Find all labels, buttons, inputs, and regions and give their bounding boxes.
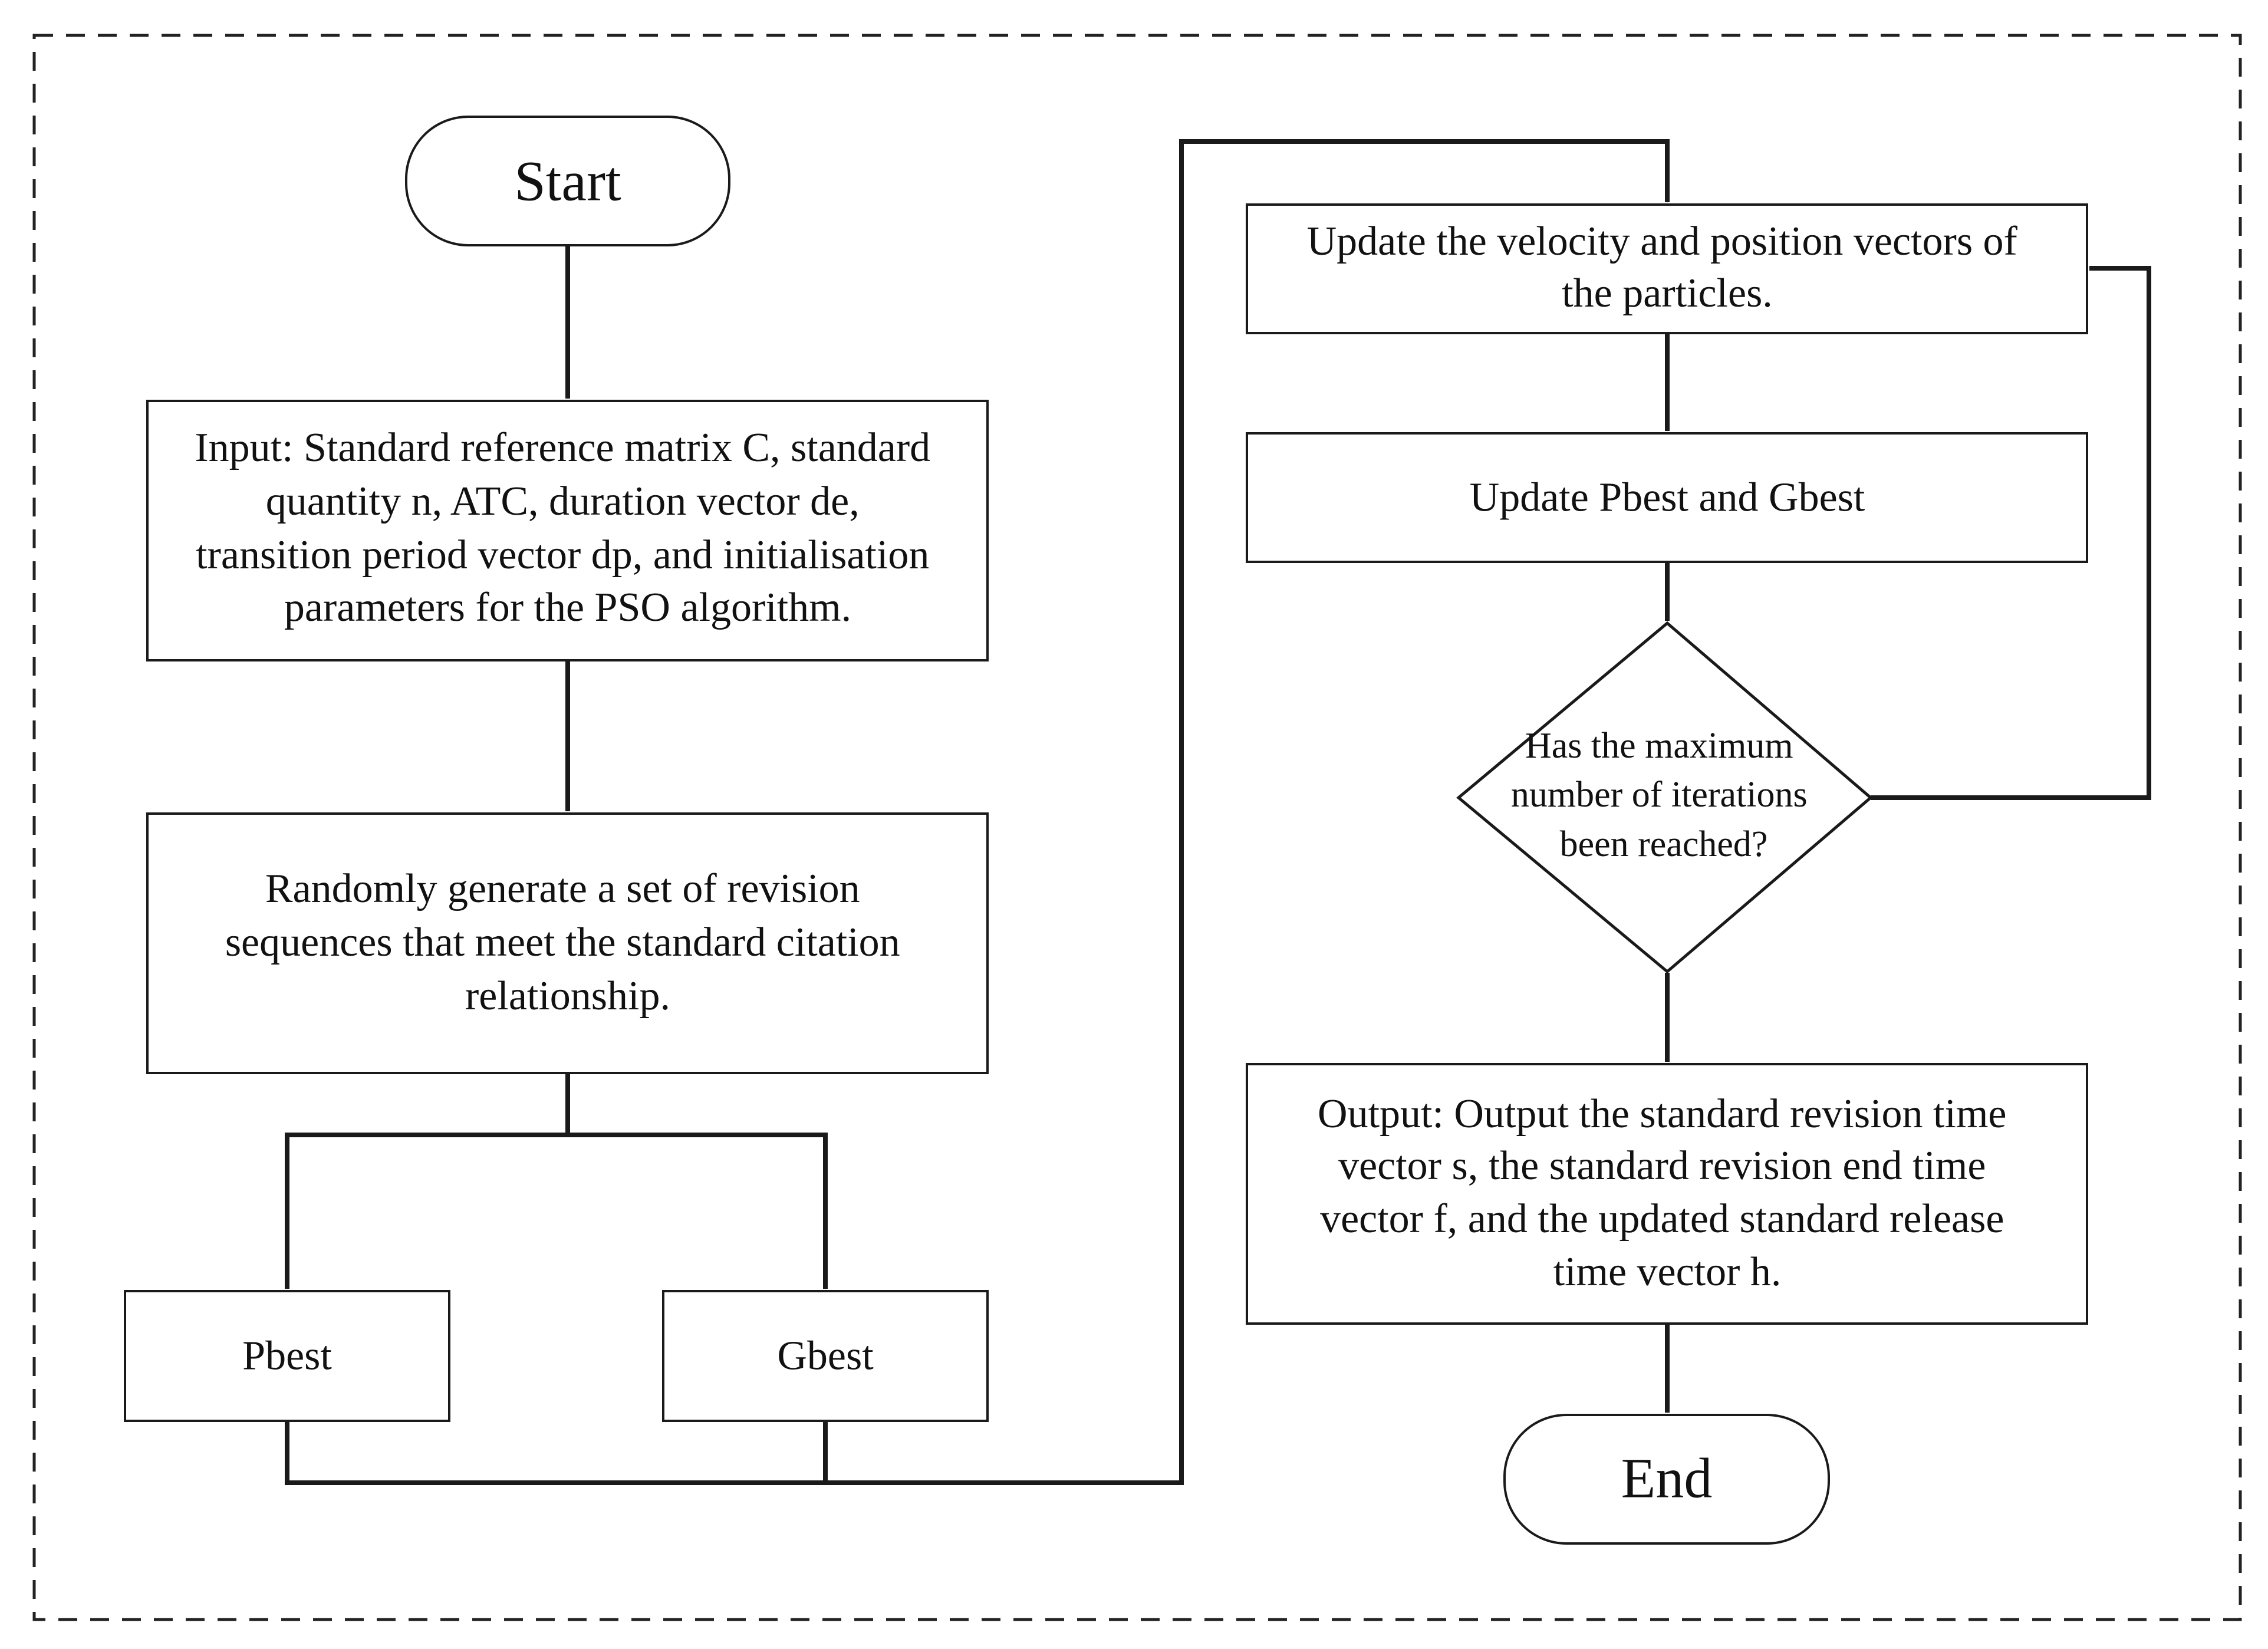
arrow-decision-loop-back	[1871, 266, 2151, 800]
start-shape	[405, 116, 730, 246]
input-line-4: parameters for the PSO algorithm.	[284, 585, 851, 630]
decision-diamond	[1456, 621, 1873, 974]
arrow-split-to-pbest	[285, 1133, 568, 1289]
end-node: End	[1503, 1414, 1830, 1545]
generate-line-2: sequences that meet the standard citatio…	[225, 920, 900, 965]
gbest-label: Gbest	[777, 1334, 874, 1379]
arrow-split-to-gbest	[568, 1133, 828, 1289]
pbest-label: Pbest	[242, 1334, 332, 1379]
update-velocity-line-1: Update the velocity and position vectors…	[1307, 219, 2018, 264]
generate-line-1: Randomly generate a set of revision	[265, 866, 860, 911]
update-velocity-node: Update the velocity and position vectors…	[1246, 203, 2088, 334]
output-node: Output: Output the standard revision tim…	[1246, 1063, 2088, 1325]
input-line-3: transition period vector dp, and initial…	[196, 532, 929, 578]
pbest-node: Pbest	[124, 1290, 450, 1422]
generate-line-3: relationship.	[465, 973, 670, 1019]
start-label: Start	[514, 150, 621, 213]
decision-text: Has the maximum number of iterations bee…	[1511, 726, 1816, 864]
output-text: Output: Output the standard revision tim…	[1318, 1091, 2017, 1295]
update-velocity-text: Update the velocity and position vectors…	[1307, 219, 2028, 316]
gbest-node: Gbest	[662, 1290, 989, 1422]
input-line-2: quantity n, ATC, duration vector de,	[266, 479, 860, 524]
input-text: Input: Standard reference matrix C, stan…	[195, 425, 940, 630]
input-box	[146, 400, 989, 661]
update-best-node: Update Pbest and Gbest	[1246, 432, 2088, 563]
decision-node: Has the maximum number of iterations bee…	[1456, 621, 1873, 974]
gbest-box	[662, 1290, 989, 1422]
pbest-box	[124, 1290, 450, 1422]
update-velocity-box	[1246, 203, 2088, 334]
start-node: Start	[405, 116, 730, 246]
output-line-1: Output: Output the standard revision tim…	[1318, 1091, 2006, 1137]
arrow-merge-to-update-velocity	[823, 139, 1670, 1485]
end-label: End	[1621, 1447, 1713, 1510]
generate-box	[146, 812, 989, 1074]
output-line-2: vector s, the standard revision end time	[1338, 1143, 1986, 1189]
update-best-label: Update Pbest and Gbest	[1470, 475, 1865, 521]
end-shape	[1503, 1414, 1830, 1545]
generate-node: Randomly generate a set of revision sequ…	[146, 812, 989, 1074]
decision-line-2: number of iterations	[1511, 775, 1808, 815]
generate-text: Randomly generate a set of revision sequ…	[225, 866, 910, 1019]
decision-line-1: Has the maximum	[1525, 726, 1793, 766]
dashed-frame	[32, 34, 2242, 1621]
input-node: Input: Standard reference matrix C, stan…	[146, 400, 989, 661]
connector-best-merge	[285, 1422, 825, 1485]
output-line-3: vector f, and the updated standard relea…	[1320, 1196, 2004, 1242]
update-best-box	[1246, 432, 2088, 563]
output-box	[1246, 1063, 2088, 1325]
input-line-1: Input: Standard reference matrix C, stan…	[195, 425, 930, 470]
decision-line-3: been reached?	[1560, 824, 1768, 864]
output-line-4: time vector h.	[1553, 1249, 1782, 1295]
update-velocity-line-2: the particles.	[1562, 271, 1773, 316]
